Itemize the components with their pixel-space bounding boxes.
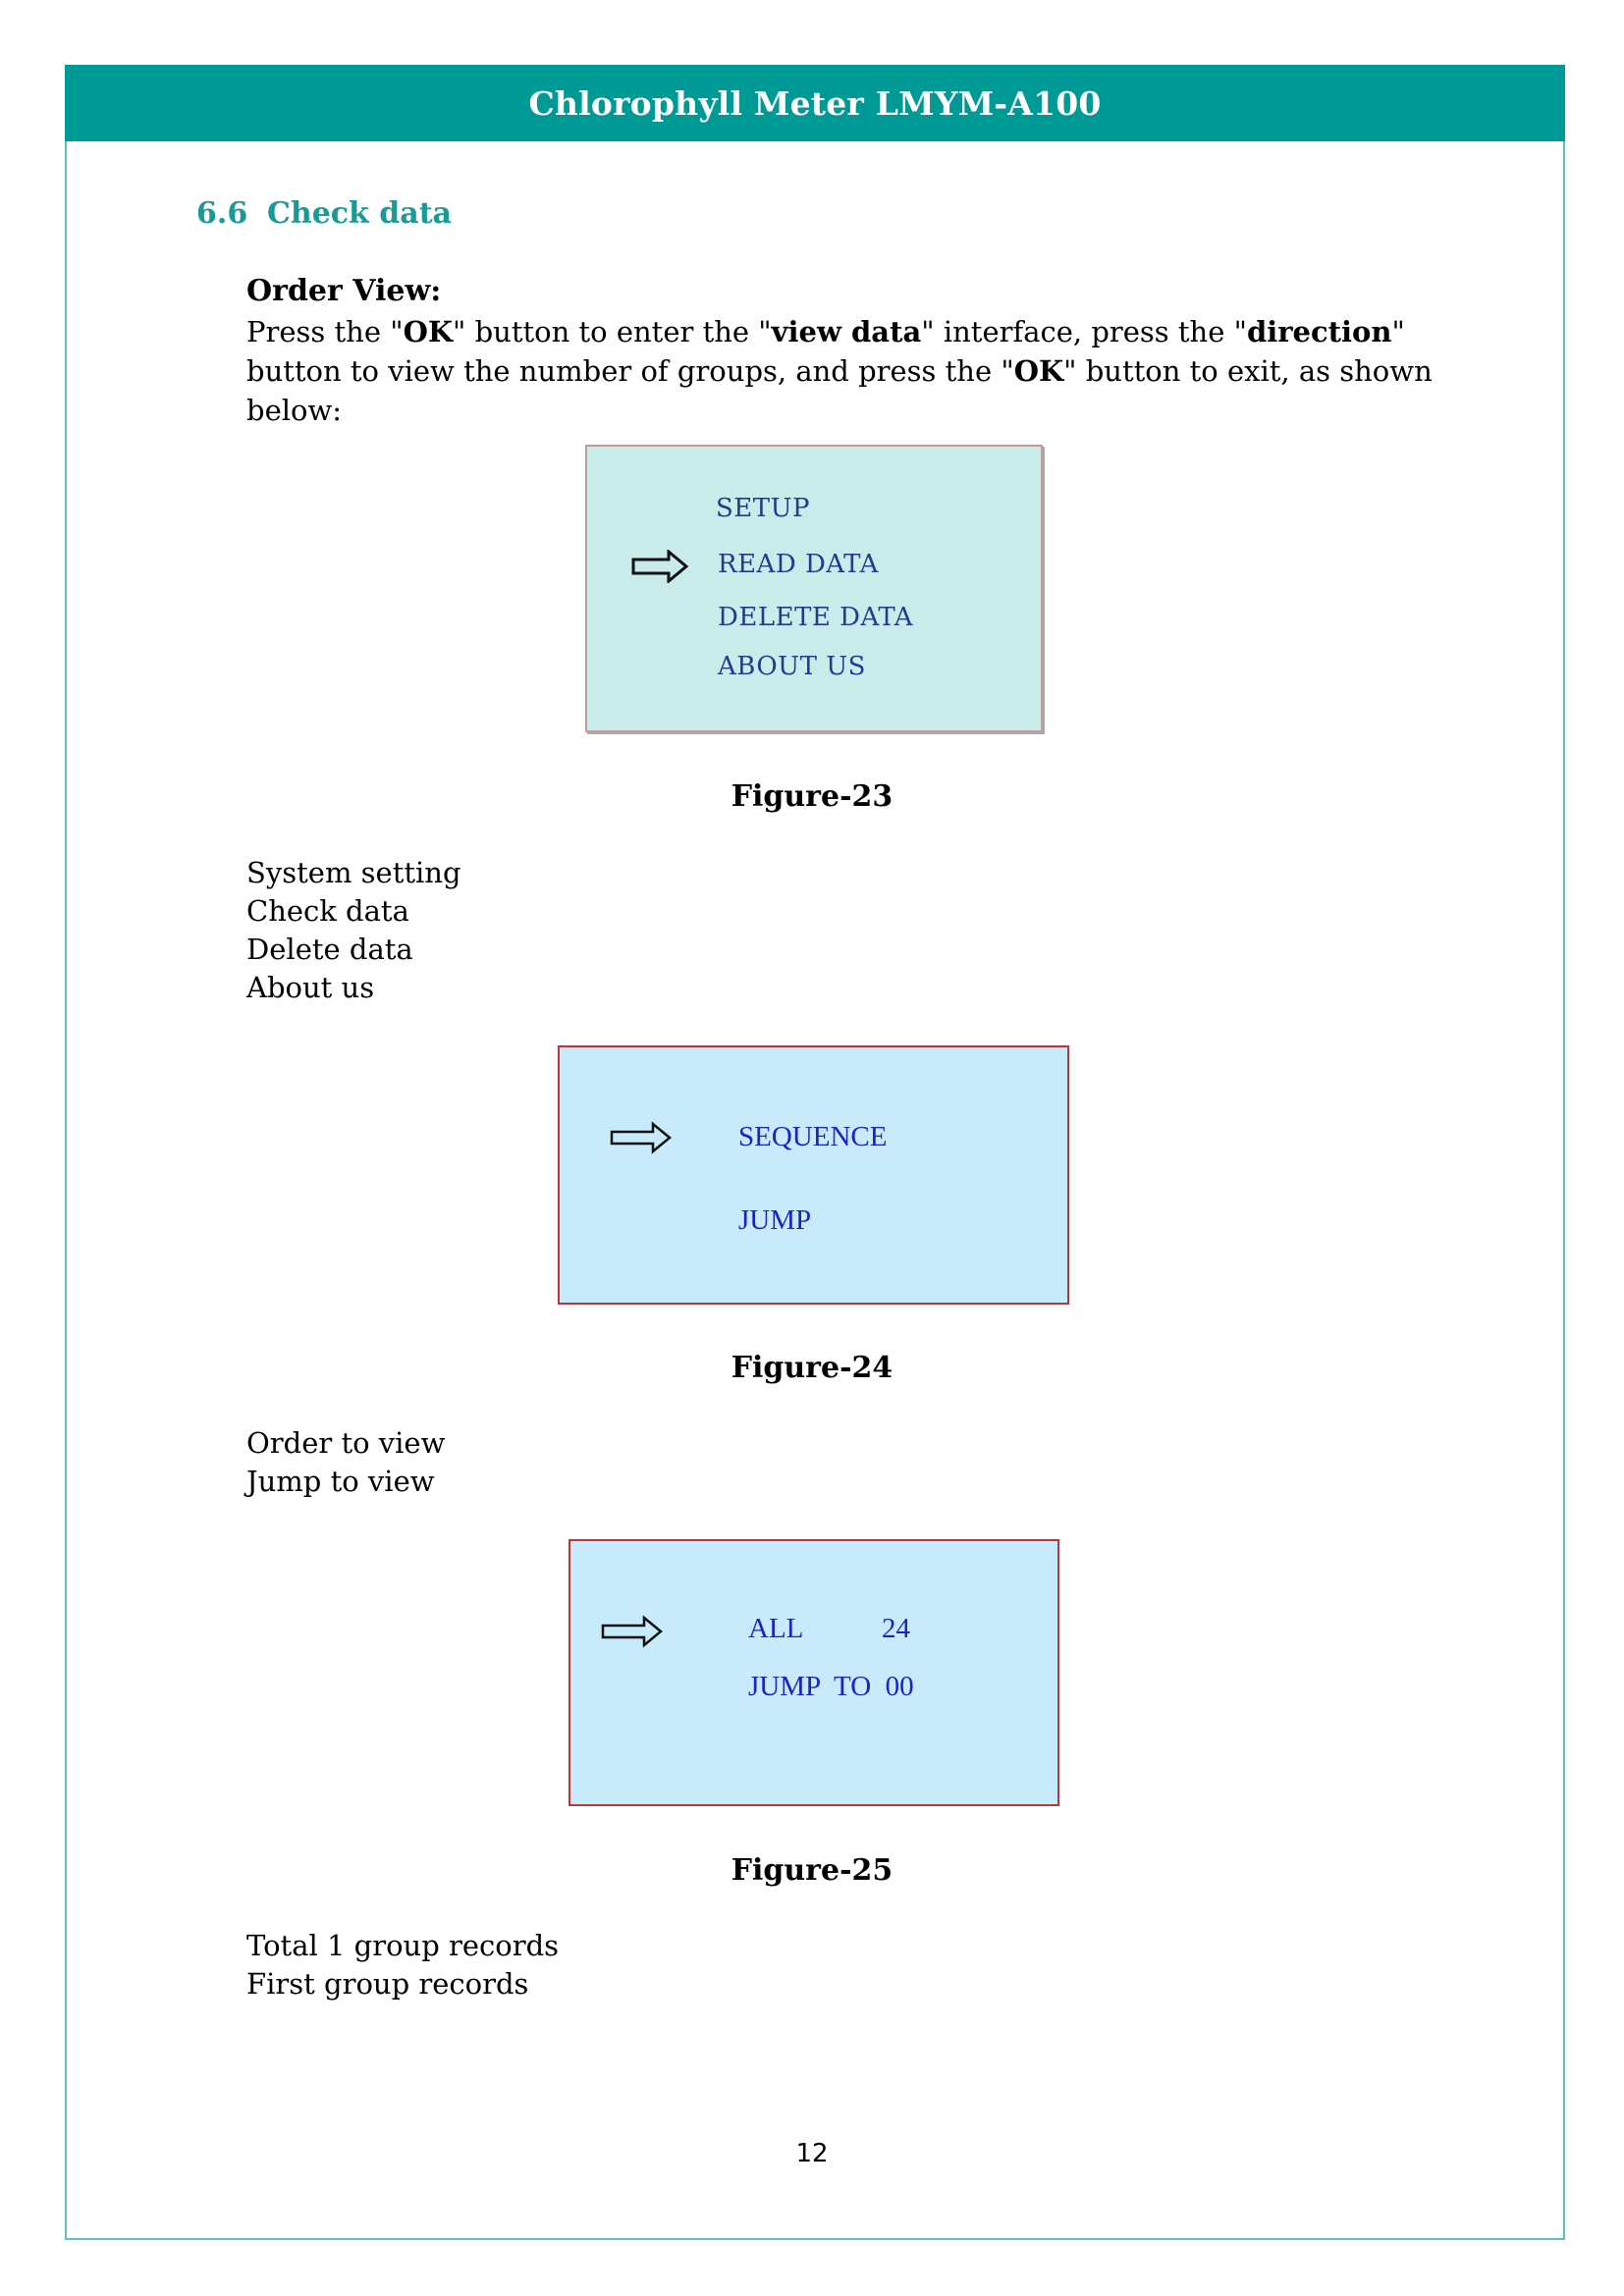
figure-23-list: System setting Check data Delete data Ab…: [246, 854, 461, 1007]
lcd-all-label: ALL: [748, 1613, 804, 1644]
lcd-item-sequence: SEQUENCE: [738, 1121, 888, 1152]
menu-item-setup: SETUP: [716, 494, 811, 523]
list-item: Order to view: [246, 1426, 446, 1460]
order-view-heading: Order View:: [246, 274, 442, 308]
list-item: Total 1 group records: [246, 1929, 560, 1962]
list-item: Jump to view: [246, 1465, 435, 1498]
lcd-item-jump: JUMP: [738, 1204, 812, 1236]
header-title: Chlorophyll Meter LMYM-A100: [528, 83, 1102, 123]
list-item: Delete data: [246, 933, 413, 966]
figure-25-caption: Figure-25: [731, 1853, 893, 1888]
section-title: Check data: [267, 196, 452, 231]
para-text: " interface, press the ": [921, 315, 1247, 348]
figure-25-list: Total 1 group records First group record…: [246, 1927, 559, 2003]
para-direction-bold: direction: [1246, 315, 1392, 348]
right-arrow-icon: [610, 1121, 672, 1154]
para-ok-bold: OK: [403, 315, 454, 348]
para-view-data-bold: view data: [771, 315, 922, 348]
figure-24-list: Order to view Jump to view: [246, 1424, 445, 1501]
list-item: First group records: [246, 1967, 529, 2001]
list-item: About us: [246, 971, 375, 1004]
figure-25-screen: ALL 24 JUMP TO 00: [568, 1539, 1059, 1806]
figure-23-screen: SETUP READ DATA DELETE DATA ABOUT US: [585, 445, 1043, 732]
para-text: " button to view the number of groups, a…: [246, 315, 1405, 388]
para-ok-bold: OK: [1013, 354, 1064, 388]
right-arrow-icon: [601, 1615, 663, 1648]
header-bar: Chlorophyll Meter LMYM-A100: [65, 65, 1565, 141]
para-text: " button to exit, as shown below:: [246, 354, 1433, 427]
para-text: Press the ": [246, 315, 404, 348]
figure-24-caption: Figure-24: [731, 1351, 893, 1385]
menu-item-about-us: ABOUT US: [718, 652, 866, 681]
menu-item-read-data: READ DATA: [718, 550, 879, 579]
figure-23-caption: Figure-23: [731, 779, 893, 814]
order-view-paragraph: Press the "OK" button to enter the "view…: [246, 312, 1464, 430]
lcd-jump-to: JUMP TO 00: [748, 1671, 914, 1702]
section-heading: 6.6 Check data: [196, 196, 452, 231]
section-number: 6.6: [196, 196, 248, 231]
menu-item-delete-data: DELETE DATA: [718, 603, 914, 632]
list-item: System setting: [246, 856, 461, 889]
page-number: 12: [795, 2139, 829, 2168]
lcd-all-value: 24: [882, 1613, 910, 1644]
list-item: Check data: [246, 894, 409, 928]
para-text: " button to enter the ": [453, 315, 772, 348]
figure-24-screen: SEQUENCE JUMP: [558, 1045, 1069, 1305]
right-arrow-icon: [631, 550, 688, 583]
